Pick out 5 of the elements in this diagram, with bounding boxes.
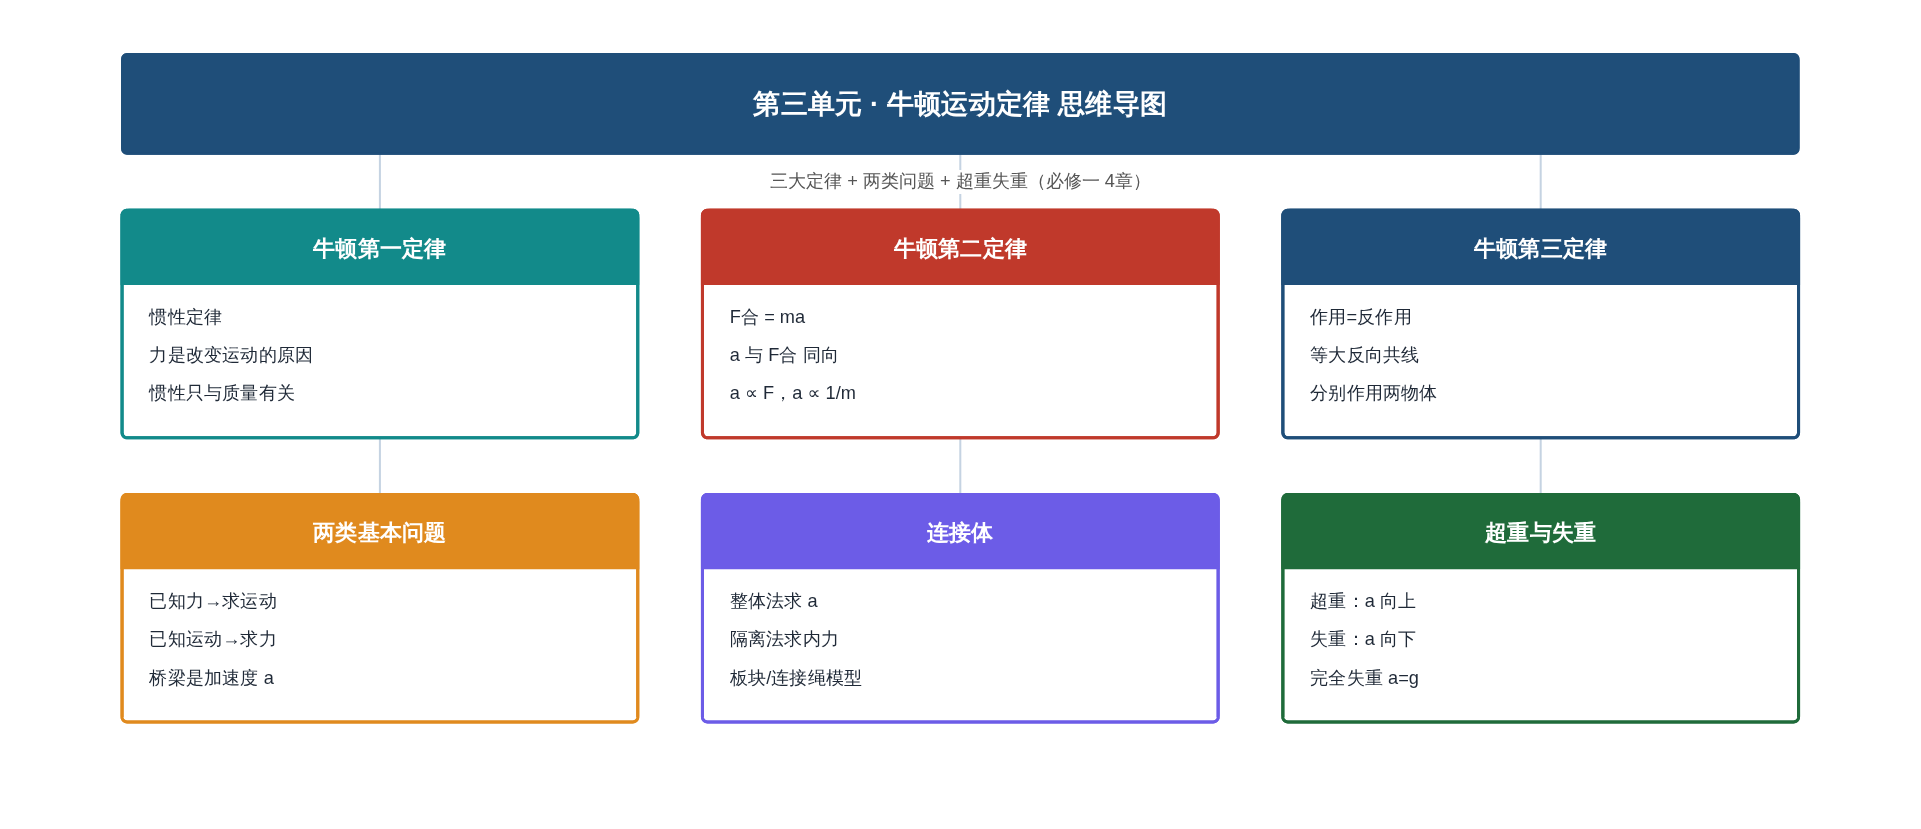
connector <box>1539 437 1542 495</box>
connector <box>379 153 382 211</box>
connector <box>1539 153 1542 211</box>
connector <box>379 437 382 495</box>
connector <box>959 437 962 495</box>
